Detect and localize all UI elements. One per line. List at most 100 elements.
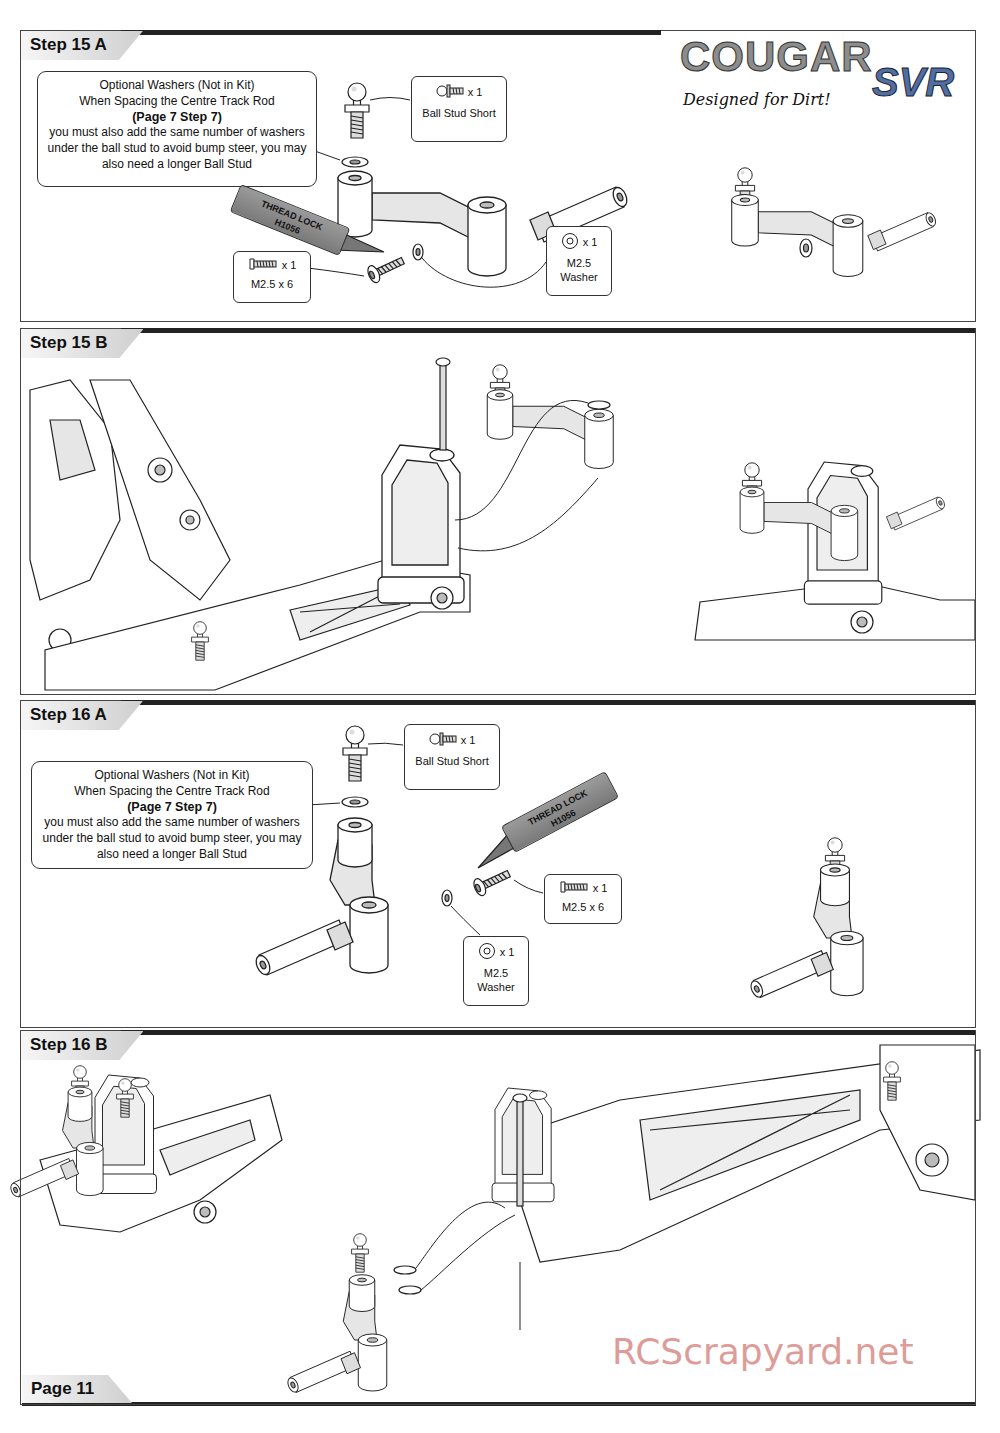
illustration-part (740, 487, 858, 560)
illustration-part (22, 1402, 976, 1406)
illustration-part (416, 1202, 520, 1330)
logo-tagline: Designed for Dirt! (683, 92, 831, 108)
illustration-part (394, 1266, 416, 1274)
note-text: Optional Washers (Not in Kit) (46, 78, 308, 94)
note-text: (Page 7 Step 7) (46, 109, 308, 125)
illustration-part (399, 1286, 421, 1294)
header-bar (121, 700, 975, 705)
illustration-part (338, 171, 506, 276)
part-icon (561, 232, 579, 254)
illustration-part (148, 458, 172, 482)
note-text: When Spacing the Centre Track Rod (40, 784, 304, 800)
logo-text: SVR (872, 62, 954, 102)
part-icon-drawing (429, 730, 457, 748)
step-title: Step 16 B (21, 1031, 143, 1060)
illustration-part (851, 611, 873, 633)
illustration-part (117, 1079, 134, 1118)
quantity: x 1 (461, 734, 476, 748)
header-bar (121, 30, 661, 35)
note-text: When Spacing the Centre Track Rod (46, 94, 308, 110)
illustration-part (160, 1120, 255, 1175)
illustration-part (437, 593, 447, 603)
step-panel: Step 15 B (20, 328, 976, 695)
thread-lock-tube: THREAD LOCKH1056 (501, 771, 619, 853)
step-title: Step 15 A (21, 31, 143, 60)
illustration-part (90, 380, 230, 600)
step-16b-art (9, 1045, 980, 1406)
quantity: x 1 (593, 882, 608, 896)
illustration-part (800, 239, 812, 257)
quantity: x 1 (500, 946, 515, 960)
illustration-part (436, 358, 450, 366)
step-15a-art (308, 83, 937, 287)
illustration-part (868, 211, 938, 251)
illustration-part (471, 865, 512, 897)
illustration-part (857, 617, 867, 627)
part-icon (429, 730, 457, 752)
part-row: x 1 (551, 880, 615, 898)
illustration-part (650, 1095, 850, 1190)
part-icon-drawing (436, 82, 464, 100)
illustration-part (350, 160, 360, 164)
page-number: Page 11 (31, 1379, 98, 1399)
illustration-part (342, 797, 368, 807)
illustration-part (416, 249, 420, 256)
part-row: x 1 (553, 232, 605, 254)
illustration-part (200, 1207, 210, 1217)
part-icon (559, 880, 589, 898)
illustration-part (440, 362, 446, 450)
note-text: you must also add the same number of was… (40, 815, 304, 862)
note-box: Optional Washers (Not in Kit)When Spacin… (37, 71, 317, 187)
step-panel: Step 16 AOptional Washers (Not in Kit)Wh… (20, 700, 976, 1028)
header-bar (121, 1030, 975, 1035)
part-name: M2.5 Washer (470, 967, 522, 995)
part-name: M2.5 Washer (553, 257, 605, 285)
illustration-part (804, 244, 809, 252)
step-15b-art (30, 358, 975, 690)
thread-lock-tube: THREAD LOCKH1056 (230, 184, 351, 256)
quantity: x 1 (468, 86, 483, 100)
illustration-part (286, 1275, 387, 1394)
illustration-part (513, 1094, 527, 1102)
part-callout: x 1 M2.5 Washer (546, 226, 612, 296)
illustration-part (378, 445, 464, 603)
note-box: Optional Washers (Not in Kit)When Spacin… (31, 761, 313, 869)
part-icon-drawing (559, 880, 589, 894)
part-row: x 1 (411, 730, 493, 752)
illustration-part (365, 252, 406, 284)
illustration-part (487, 390, 613, 469)
part-callout: x 1 Ball Stud Short (404, 724, 500, 790)
illustration-part (9, 1087, 103, 1198)
illustration-part (186, 516, 194, 524)
illustration-part (925, 1153, 939, 1167)
illustration-part (352, 1234, 369, 1273)
part-name: Ball Stud Short (411, 755, 493, 769)
part-callout: x 1 Ball Stud Short (411, 76, 507, 142)
illustration-part (442, 890, 452, 906)
quantity: x 1 (282, 259, 297, 273)
part-name: Ball Stud Short (418, 107, 500, 121)
product-code: H1056 (509, 786, 617, 851)
illustration-part (886, 496, 946, 530)
illustration-part (192, 622, 209, 661)
header-bar (121, 328, 975, 333)
illustration-part (517, 1098, 523, 1206)
illustration-part (180, 510, 200, 530)
illustration-part (431, 587, 453, 609)
illustration-part (445, 895, 449, 902)
watermark: RCScrapyard.net (612, 1334, 914, 1370)
part-icon-drawing (478, 942, 496, 960)
part-icon (478, 942, 496, 964)
part-callout: x 1 M2.5 x 6 (233, 251, 311, 303)
product-label: THREAD LOCK (504, 775, 612, 840)
illustration-part (588, 401, 610, 409)
illustration-part (880, 1045, 975, 1200)
step-title: Step 15 B (21, 329, 143, 358)
page-tab: Page 11 (22, 1375, 132, 1403)
illustration-part (343, 726, 367, 781)
part-row: x 1 (240, 257, 304, 275)
part-name: M2.5 x 6 (240, 278, 304, 292)
part-icon (436, 82, 464, 104)
illustration-part (732, 195, 863, 277)
